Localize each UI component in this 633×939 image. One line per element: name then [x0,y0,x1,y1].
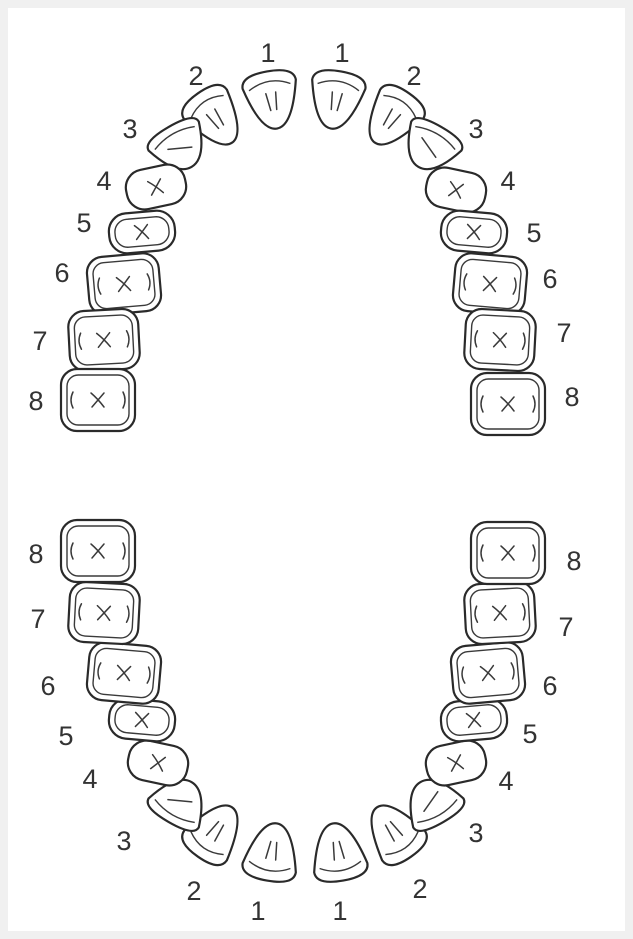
tooth-lower-right-7 [463,581,536,645]
tooth-upper-right-5 [439,209,508,255]
tooth-upper-left-5 [107,209,176,255]
tooth-upper-left-4 [122,161,189,213]
tooth-crown [304,67,367,133]
tooth-number-label: 6 [40,671,55,701]
tooth-number-label: 5 [522,719,537,749]
tooth-number-label: 4 [82,764,97,794]
tooth-number-label: 5 [526,218,541,248]
lower-left-teeth: 1 2 3 456 7 8 [28,520,303,926]
tooth-number-label: 6 [542,671,557,701]
tooth-upper-right-8 [471,373,545,435]
tooth-number-label: 2 [188,61,203,91]
tooth-number-label: 7 [32,326,47,356]
tooth-lower-right-6 [450,641,527,705]
tooth-number-label: 5 [76,208,91,238]
tooth-number-label: 3 [116,826,131,856]
tooth-number-label: 2 [186,876,201,906]
tooth-lower-right-8 [471,522,545,584]
tooth-upper-left-6 [86,252,163,316]
tooth-lower-left-8 [61,520,135,582]
tooth-lower-left-7 [67,581,140,645]
tooth-number-label: 7 [558,612,573,642]
tooth-upper-left-7 [67,308,140,372]
tooth-upper-left-8 [61,369,135,431]
tooth-number-label: 8 [566,546,581,576]
tooth-crown [240,819,303,885]
tooth-number-label: 1 [334,38,349,68]
tooth-number-label: 4 [498,766,513,796]
tooth-number-label: 8 [28,539,43,569]
tooth-number-label: 8 [28,386,43,416]
tooth-number-label: 3 [468,818,483,848]
tooth-upper-right-1 [304,67,367,133]
tooth-number-label: 1 [260,38,275,68]
tooth-number-label: 2 [406,61,421,91]
tooth-lower-left-4 [124,737,191,789]
tooth-lower-right-4 [422,737,489,789]
tooth-upper-left-1 [240,67,303,133]
tooth-number-label: 8 [564,382,579,412]
tooth-number-label: 5 [58,721,73,751]
tooth-number-label: 1 [250,896,265,926]
tooth-lower-right-1 [306,819,369,885]
tooth-upper-right-6 [452,252,529,316]
tooth-number-label: 7 [556,318,571,348]
tooth-lower-left-6 [86,641,163,705]
tooth-number-label: 6 [542,264,557,294]
tooth-upper-right-7 [463,308,536,372]
tooth-number-label: 6 [54,258,69,288]
tooth-number-label: 4 [96,166,111,196]
tooth-crown [306,819,369,885]
tooth-number-label: 2 [412,874,427,904]
tooth-number-label: 3 [122,114,137,144]
tooth-crown [240,67,303,133]
tooth-number-label: 1 [332,896,347,926]
tooth-lower-left-1 [240,819,303,885]
tooth-number-label: 4 [500,166,515,196]
tooth-upper-right-4 [422,164,489,216]
tooth-number-label: 3 [468,114,483,144]
tooth-number-label: 7 [30,604,45,634]
